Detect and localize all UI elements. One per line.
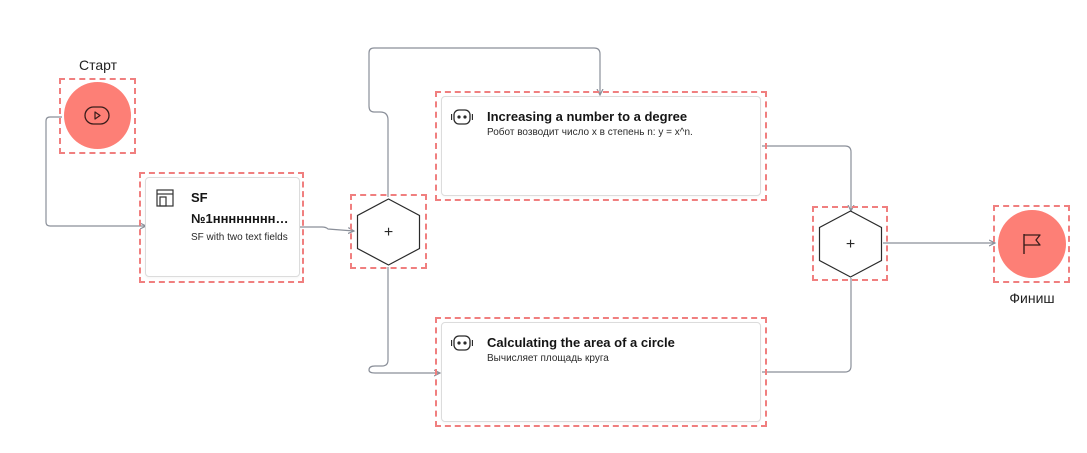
join-gateway[interactable]: +: [818, 210, 883, 278]
edge-task2-to-join[interactable]: [762, 278, 852, 373]
robot-task-1-description: Робот возводит число x в степень n: y = …: [487, 127, 693, 138]
task1-selection-frame: [435, 91, 767, 201]
join-gateway-symbol: +: [846, 236, 855, 253]
sf-task-card[interactable]: SF №1нннннннн… SF with two text fields: [145, 177, 300, 277]
edge-task1-to-join[interactable]: [762, 145, 851, 211]
split-gateway[interactable]: +: [356, 198, 421, 266]
robot-icon: [451, 109, 473, 125]
edge-start-to-sf[interactable]: [45, 116, 146, 226]
sf-selection-frame: [139, 172, 304, 283]
finish-selection-frame: [993, 205, 1070, 283]
task2-selection-frame: [435, 317, 767, 427]
start-label: Старт: [78, 57, 118, 73]
start-event[interactable]: [64, 82, 131, 149]
robot-task-1-title: Increasing a number to a degree: [487, 109, 688, 124]
robot-icon: [451, 335, 473, 351]
split-gateway-selection-frame: [350, 194, 427, 269]
finish-label: Финиш: [1009, 290, 1055, 306]
edge-sf-to-split[interactable]: [300, 226, 354, 231]
sf-task-title: SF: [191, 190, 208, 205]
start-selection-frame: [59, 78, 136, 154]
edge-split-to-task2[interactable]: [368, 267, 440, 373]
finish-event[interactable]: [998, 210, 1066, 278]
edge-split-to-task1[interactable]: [368, 47, 600, 197]
form-icon: [156, 189, 174, 207]
robot-task-2-card[interactable]: Calculating the area of a circle Вычисля…: [441, 322, 761, 422]
split-gateway-symbol: +: [384, 224, 393, 241]
sf-task-subtitle: №1нннннннн…: [191, 211, 289, 226]
join-gateway-selection-frame: [812, 206, 888, 281]
robot-task-1-card[interactable]: Increasing a number to a degree Робот во…: [441, 96, 761, 196]
play-icon: [84, 106, 110, 125]
robot-task-2-description: Вычисляет площадь круга: [487, 353, 609, 364]
flag-icon: [1023, 234, 1041, 254]
sf-task-description: SF with two text fields: [191, 232, 288, 243]
robot-task-2-title: Calculating the area of a circle: [487, 335, 675, 350]
